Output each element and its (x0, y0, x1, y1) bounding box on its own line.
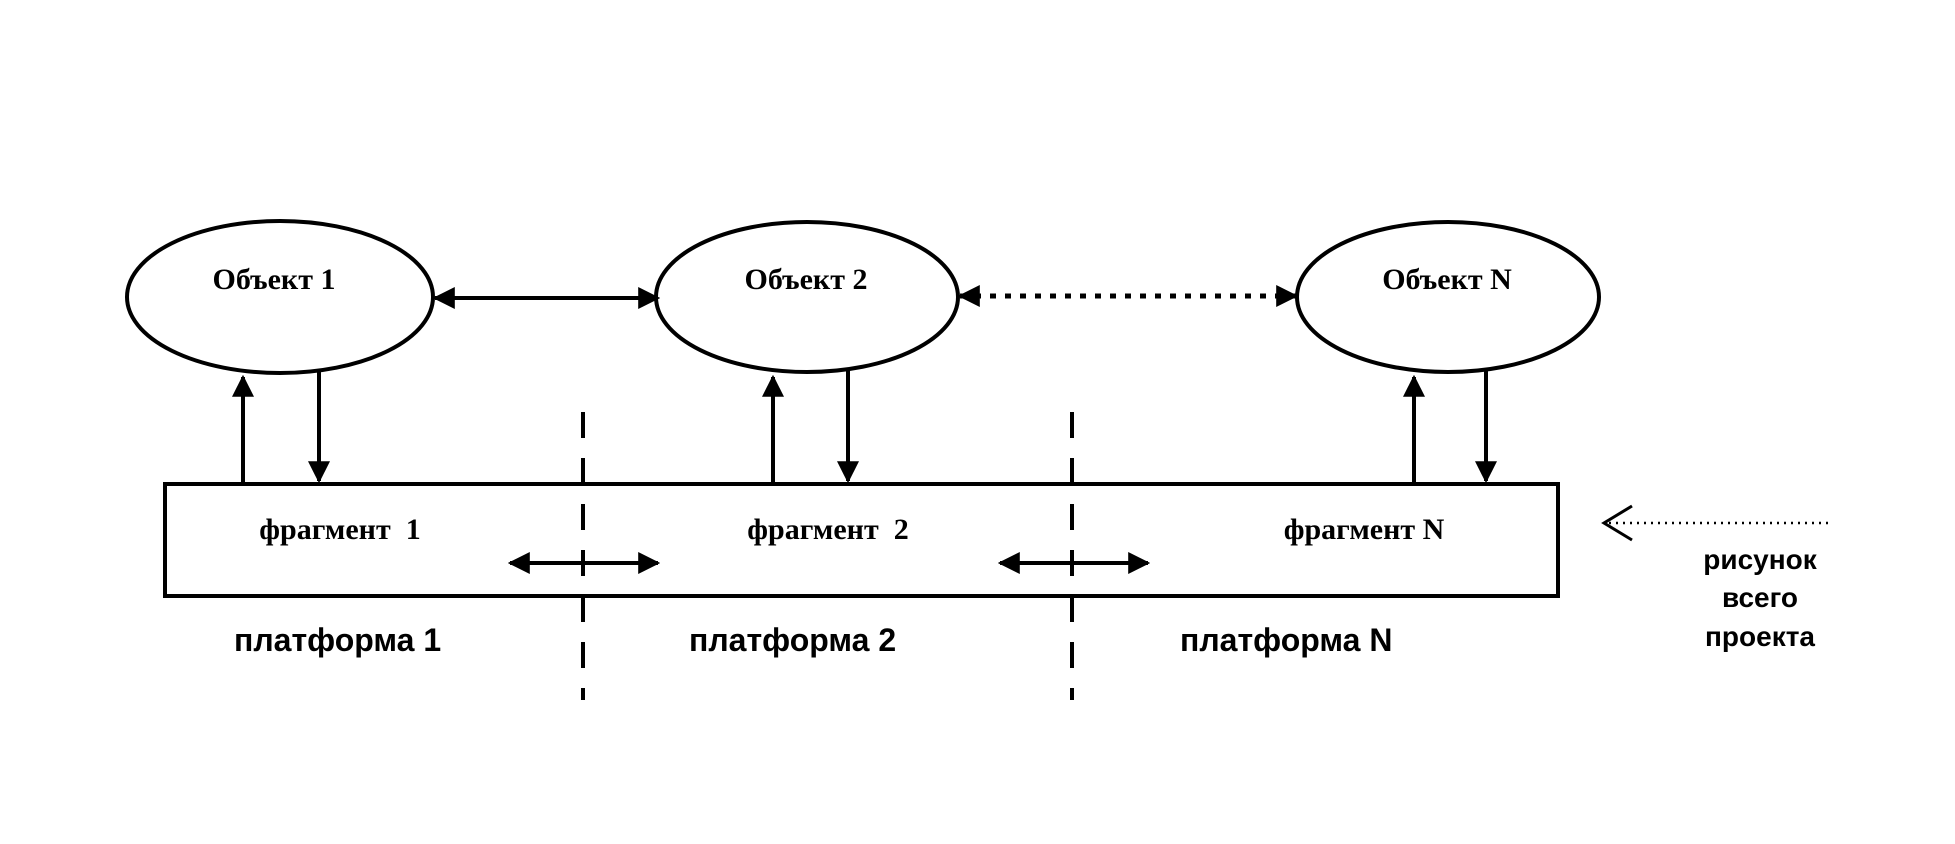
fragment-1-label: фрагмент 1 (259, 513, 420, 546)
platform-n-label: платформа N (1180, 622, 1392, 658)
project-note-line-2: всего (1722, 582, 1798, 613)
object-n-label: Объект N (1382, 263, 1512, 296)
platform-1-label: платформа 1 (234, 622, 441, 658)
project-note-line-1: рисунок (1703, 544, 1817, 575)
fragment-bar (163, 482, 1560, 598)
object-1-label: Объект 1 (213, 263, 336, 296)
object-2-label: Объект 2 (745, 263, 868, 296)
project-note-line-3: проекта (1705, 621, 1815, 652)
object-2-ellipse (654, 220, 960, 374)
object-n-ellipse (1295, 220, 1601, 374)
object-1-ellipse (125, 219, 435, 375)
fragment-2-label: фрагмент 2 (747, 513, 908, 546)
fragment-n-label: фрагмент N (1284, 513, 1445, 546)
platform-2-label: платформа 2 (689, 622, 896, 658)
project-note-arrowhead-icon (1601, 504, 1633, 542)
